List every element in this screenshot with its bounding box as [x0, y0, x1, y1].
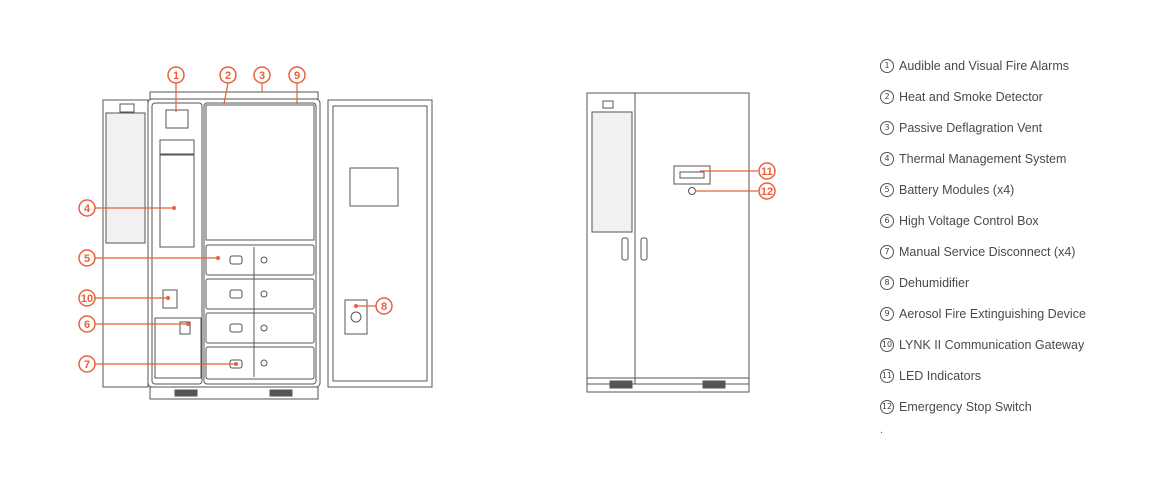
callout-3: 3: [253, 66, 271, 84]
callout-5: 5: [78, 249, 96, 267]
led-panel: [673, 165, 711, 185]
svg-text:9: 9: [294, 70, 300, 82]
base-vent-right: [269, 389, 293, 397]
legend-item: 7 Manual Service Disconnect (x4): [880, 236, 1160, 267]
legend-label: Thermal Management System: [899, 151, 1067, 166]
thermal-unit: [159, 154, 195, 248]
legend-number: 8: [880, 275, 894, 290]
callout-6: 6: [78, 315, 96, 333]
svg-text:6: 6: [84, 319, 90, 331]
closed-cabinet-tag: [602, 100, 614, 109]
legend-label: Manual Service Disconnect (x4): [899, 244, 1076, 259]
fire-alarm-box: [165, 109, 189, 129]
legend-item: 5 Battery Modules (x4): [880, 174, 1160, 205]
legend-item: 2 Heat and Smoke Detector: [880, 81, 1160, 112]
legend-item: 6 High Voltage Control Box: [880, 205, 1160, 236]
leader-lines: [95, 82, 758, 365]
legend-number: 1: [880, 58, 894, 73]
legend-number: 9: [880, 306, 894, 321]
svg-text:1: 1: [173, 70, 179, 82]
legend-item: 11 LED Indicators: [880, 360, 1160, 391]
cabinet-base: [149, 386, 319, 400]
legend-item: 3 Passive Deflagration Vent: [880, 112, 1160, 143]
legend-item: 4 Thermal Management System: [880, 143, 1160, 174]
cabinet-right-bay: [203, 102, 317, 385]
legend-item: 9 Aerosol Fire Extinguishing Device: [880, 298, 1160, 329]
svg-text:11: 11: [761, 166, 773, 178]
callout-2: 2: [219, 66, 237, 84]
legend-number: 2: [880, 89, 894, 104]
door-handle-left: [621, 237, 629, 261]
cabinet-top-cap: [149, 91, 319, 100]
legend-label: Emergency Stop Switch: [899, 399, 1032, 414]
e-stop: [688, 187, 696, 195]
legend-label: Audible and Visual Fire Alarms: [899, 58, 1069, 73]
svg-text:8: 8: [381, 301, 387, 313]
legend-number: 4: [880, 151, 894, 166]
battery-modules: [205, 244, 315, 380]
ac-top-block: [159, 139, 195, 155]
gateway-box: [162, 289, 178, 309]
svg-text:7: 7: [84, 359, 90, 371]
hv-control-box: [154, 317, 202, 379]
legend-label: Aerosol Fire Extinguishing Device: [899, 306, 1086, 321]
door-handle-right: [640, 237, 648, 261]
legend: 1 Audible and Visual Fire Alarms 2 Heat an…: [880, 50, 1160, 422]
hv-control-switch: [179, 321, 191, 335]
svg-text:10: 10: [81, 293, 93, 305]
legend-label: LYNK II Communication Gateway: [899, 337, 1085, 352]
callout-12: 12: [758, 182, 776, 200]
legend-label: LED Indicators: [899, 368, 981, 383]
closed-cabinet-vent: [591, 111, 633, 233]
legend-number: 7: [880, 244, 894, 259]
leader-dots: [166, 206, 358, 366]
callout-10: 10: [78, 289, 96, 307]
callout-11: 11: [758, 162, 776, 180]
legend-item: 12 Emergency Stop Switch: [880, 391, 1160, 422]
legend-number: 12: [880, 399, 894, 414]
legend-label: High Voltage Control Box: [899, 213, 1039, 228]
legend-number: 3: [880, 120, 894, 135]
legend-number: 10: [880, 337, 894, 352]
callout-4: 4: [78, 199, 96, 217]
legend-item: 1 Audible and Visual Fire Alarms: [880, 50, 1160, 81]
callout-8: 8: [375, 297, 393, 315]
cabinet-left-bay: [151, 102, 203, 385]
callout-7: 7: [78, 355, 96, 373]
rack-upper-space: [205, 104, 315, 241]
legend-number: 5: [880, 182, 894, 197]
right-door: [327, 99, 433, 388]
legend-label: Passive Deflagration Vent: [899, 120, 1043, 135]
closed-cabinet-body: [586, 92, 750, 385]
callout-9: 9: [288, 66, 306, 84]
callout-1: 1: [167, 66, 185, 84]
svg-text:4: 4: [84, 203, 91, 215]
legend-number: 6: [880, 213, 894, 228]
legend-label: Heat and Smoke Detector: [899, 89, 1043, 104]
legend-label: Dehumidifier: [899, 275, 970, 290]
right-door-window: [349, 167, 399, 207]
base-vent-left: [174, 389, 198, 397]
right-door-inner: [332, 105, 428, 382]
cabinet-body: [147, 98, 321, 388]
legend-item: 8 Dehumidifier: [880, 267, 1160, 298]
left-door-vent: [105, 112, 146, 244]
svg-text:12: 12: [761, 186, 773, 198]
left-door-handle: [119, 103, 135, 113]
footnote-mark: .: [880, 424, 884, 436]
legend-label: Battery Modules (x4): [899, 182, 1015, 197]
closed-cabinet-base: [586, 377, 750, 393]
legend-number: 11: [880, 368, 894, 383]
dehumidifier-unit: [344, 299, 368, 335]
svg-text:5: 5: [84, 253, 90, 265]
svg-text:2: 2: [225, 70, 231, 82]
svg-text:3: 3: [259, 70, 265, 82]
legend-item: 10 LYNK II Communication Gateway: [880, 329, 1160, 360]
